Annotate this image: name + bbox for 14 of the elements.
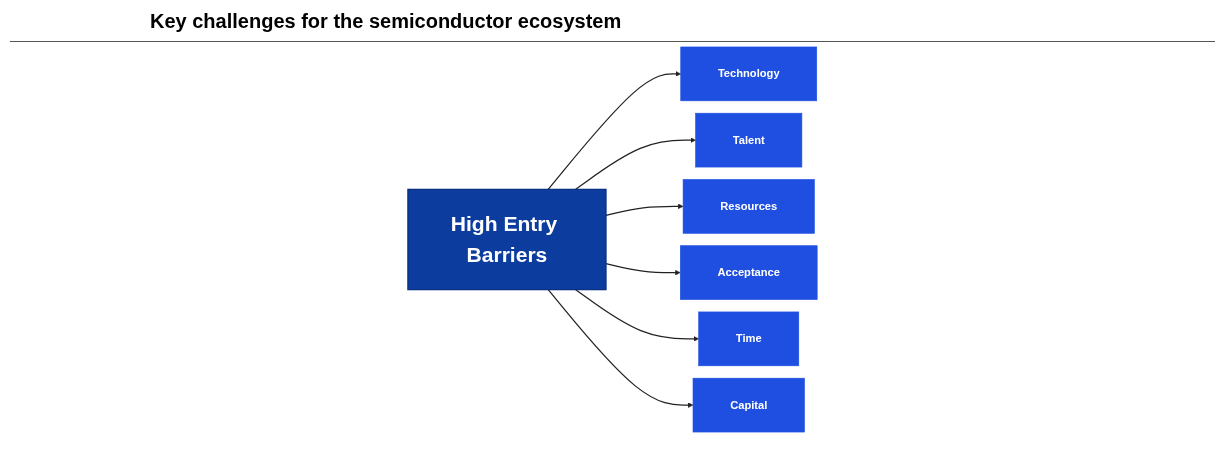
arrow (575, 289, 699, 342)
arrow (547, 71, 681, 190)
node-box: Resources (682, 179, 815, 234)
arrow (547, 289, 694, 408)
arrow (575, 137, 696, 190)
node-box: Talent (695, 112, 803, 168)
arrow (605, 203, 684, 217)
node-box: Acceptance (679, 245, 818, 300)
node-box: Technology (680, 46, 817, 102)
diagram-title: Key challenges for the semiconductor ecosystem (10, 0, 1215, 42)
node-box: Capital (692, 377, 805, 433)
arrow (605, 262, 681, 276)
node-box: High Entry Barriers (407, 188, 607, 291)
node-box: Time (698, 311, 800, 367)
